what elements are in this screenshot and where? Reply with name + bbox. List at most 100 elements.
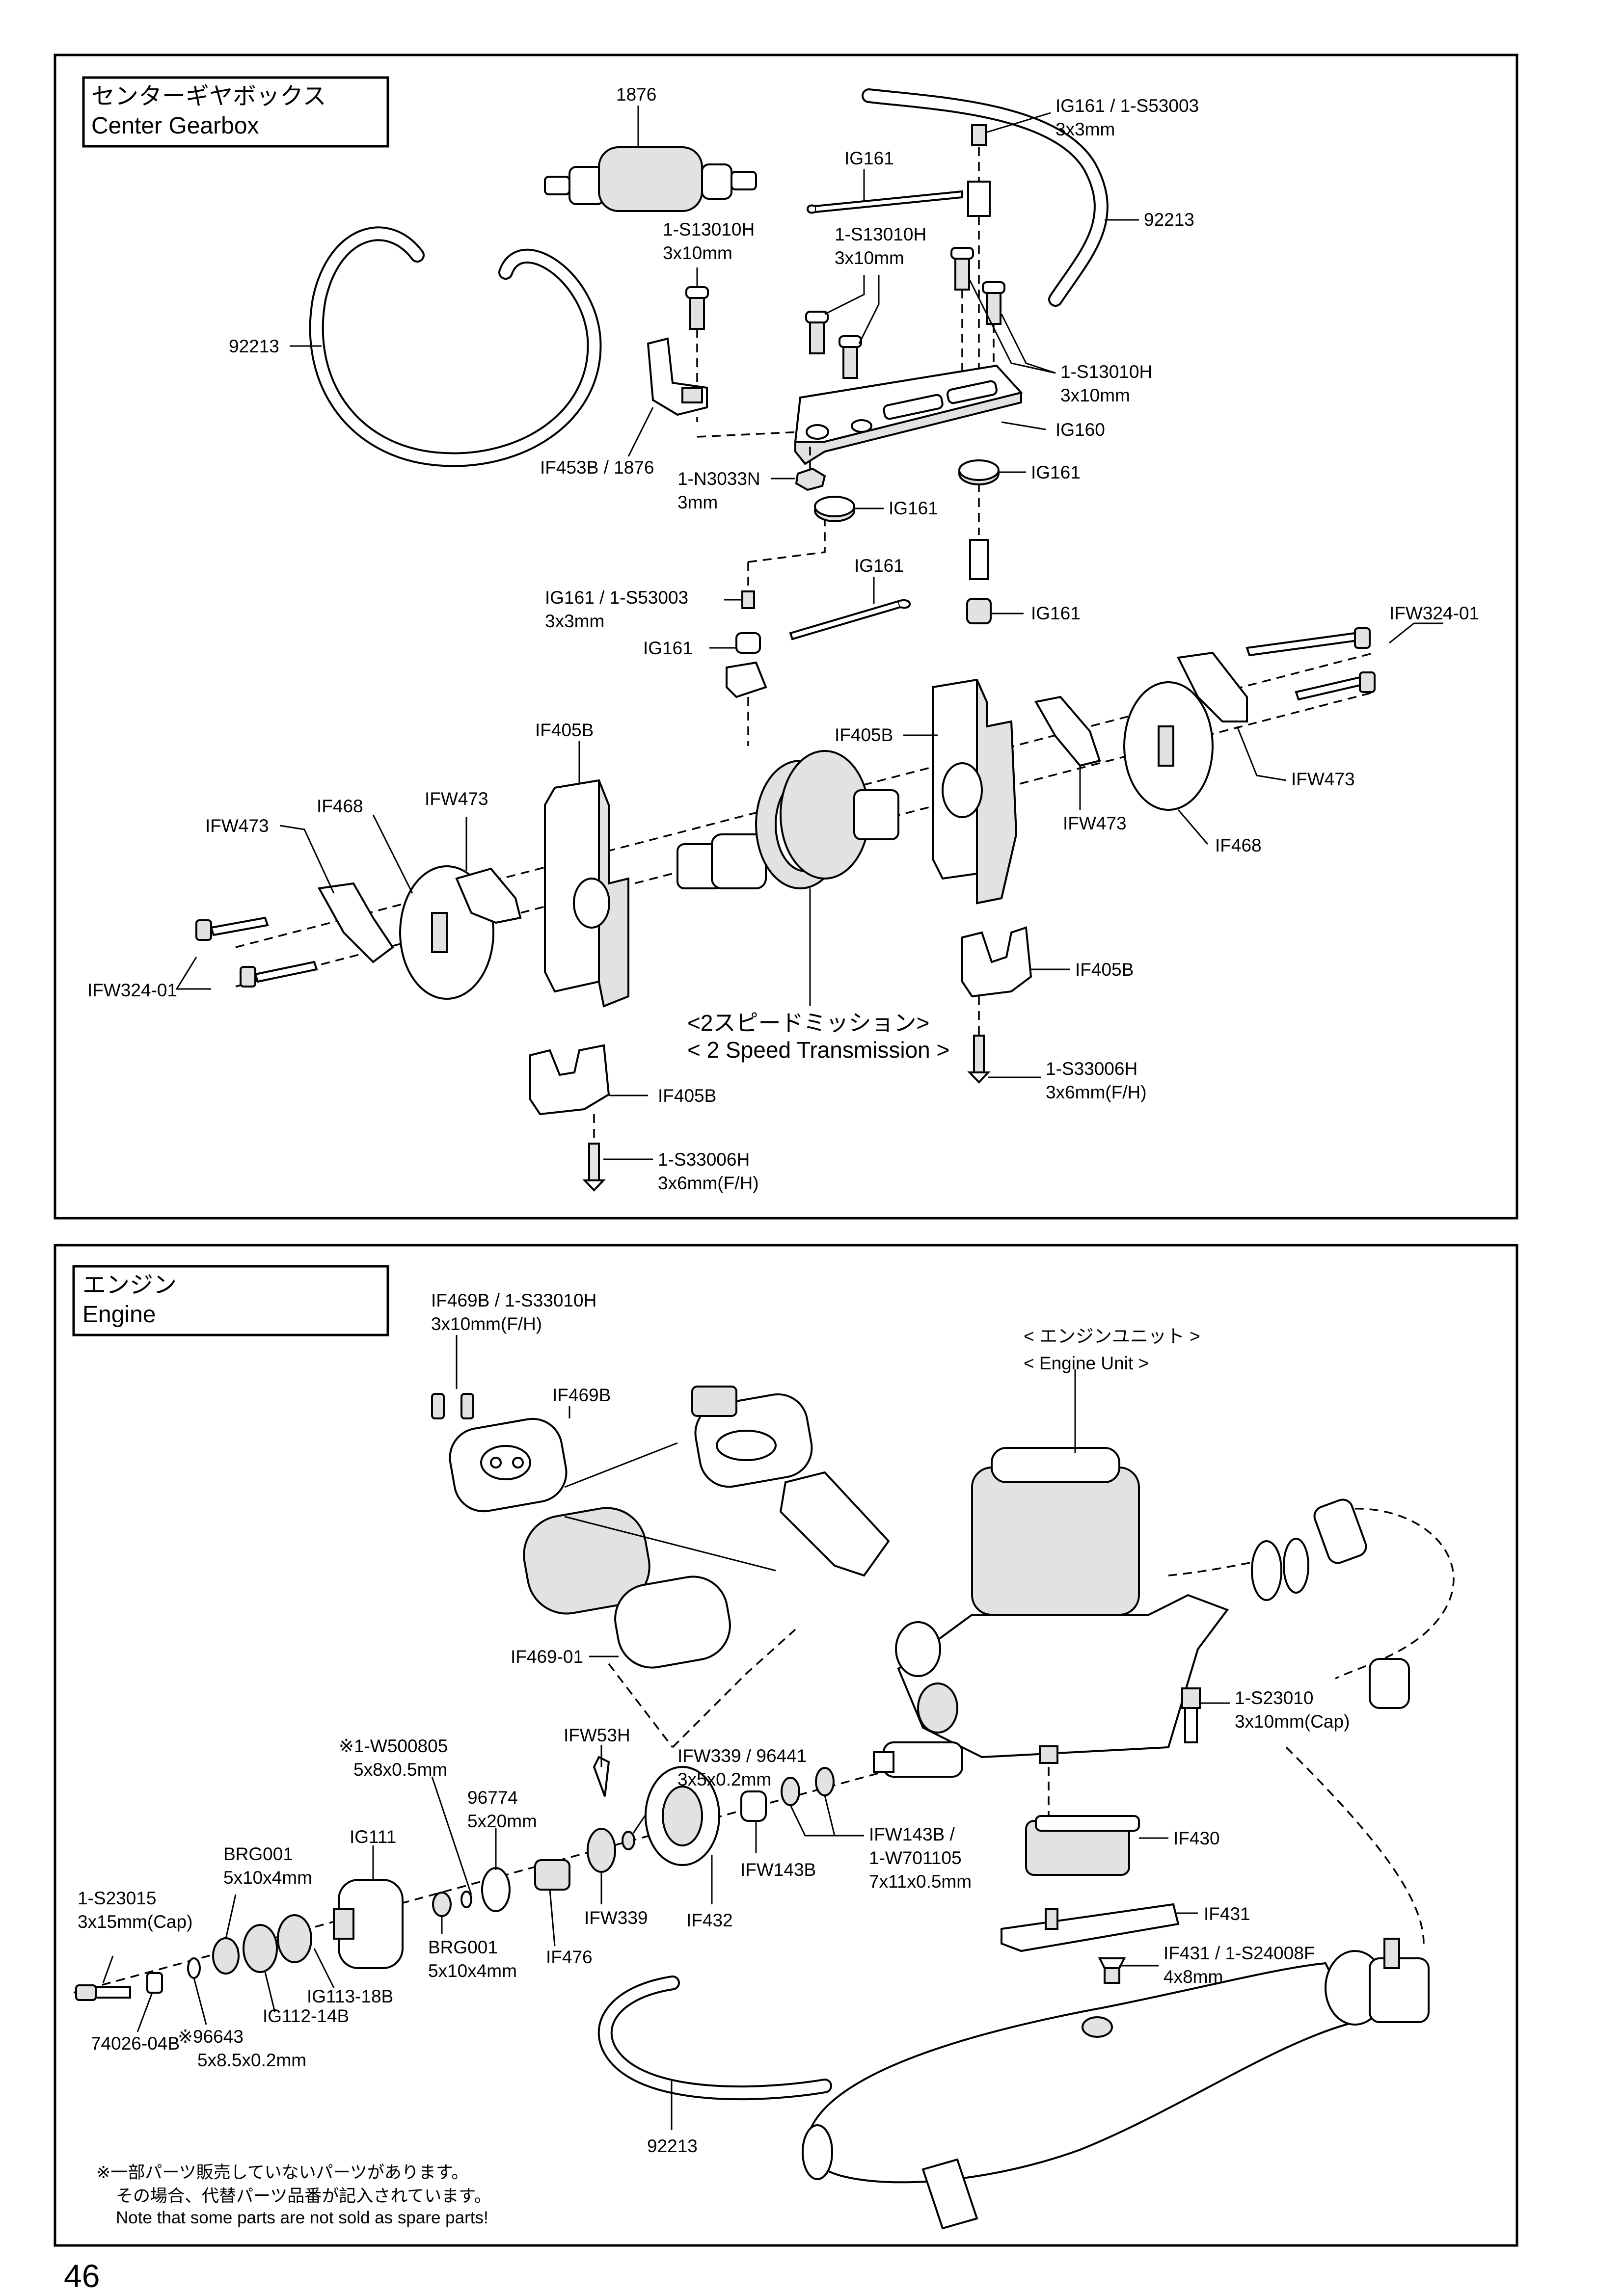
label-s13010h-c-size: 3x10mm: [1060, 385, 1130, 405]
label-92213-engine: 92213: [647, 2136, 698, 2156]
center-gearbox-frame: [54, 53, 1518, 1220]
clutch-stack: [75, 1745, 864, 2032]
label-ig160: IG160: [1056, 420, 1105, 440]
mount-right: [961, 926, 1070, 1084]
label-n3033n: 1-N3033N: [677, 469, 760, 489]
fuel-hose-left: [290, 226, 602, 467]
note-en: Note that some parts are not sold as spa…: [116, 2208, 488, 2227]
label-if405b-mount-left: IF405B: [658, 1086, 716, 1106]
mount-left: [529, 1044, 653, 1192]
label-s33006h-right: 1-S33006H: [1046, 1059, 1137, 1079]
exhaust-pipe: [802, 1746, 1430, 2230]
label-if432: IF432: [686, 1910, 733, 1930]
label-ig161-s53003-top: IG161 / 1-S53003: [1056, 96, 1199, 116]
label-if453b-1876: IF453B / 1876: [540, 457, 654, 478]
label-brg001-a-size: 5x10x4mm: [223, 1868, 312, 1888]
label-s23015: 1-S23015: [78, 1888, 156, 1908]
label-brg001-b: BRG001: [428, 1937, 498, 1957]
gearbox-housing-left: [544, 741, 629, 1008]
label-if469b-s33010h-size: 3x10mm(F/H): [431, 1314, 542, 1334]
label-if468-right: IF468: [1215, 835, 1262, 855]
connector-dash-2: [672, 1629, 796, 1748]
label-if469b-s33010h: IF469B / 1-S33010H: [431, 1290, 596, 1310]
label-96643: ※96643: [178, 2027, 244, 2047]
left-brake-parts: [175, 814, 522, 1000]
label-w701105: 1-W701105: [869, 1848, 962, 1868]
label-brg001-b-size: 5x10x4mm: [428, 1961, 517, 1981]
note-ja-2: その場合、代替パーツ品番が記入されています。: [116, 2187, 491, 2206]
label-ifw473-far-right: IFW473: [1291, 769, 1355, 789]
label-96643-size: 5x8.5x0.2mm: [197, 2050, 306, 2070]
label-engine-unit-en: < Engine Unit >: [1024, 1353, 1149, 1373]
pin-top: [807, 169, 963, 214]
label-if431-s24008f: IF431 / 1-S24008F: [1164, 1943, 1315, 1963]
label-s13010h-b-size: 3x10mm: [835, 248, 904, 268]
engine-hose: [597, 1976, 832, 2130]
engine-frame: [54, 1244, 1518, 2247]
plate-ig160: [697, 364, 1046, 465]
label-ifw143b: IFW143B: [740, 1860, 816, 1880]
label-ig161-bush-right: IG161: [1031, 462, 1081, 482]
connector-dash-1: [608, 1663, 674, 1748]
label-if430: IF430: [1173, 1828, 1220, 1848]
engine-section: エンジン Engine IF469B / 1-S33010H 3x10mm(F/…: [54, 1244, 1518, 2247]
label-ig161-s53003-mid-size: 3x3mm: [545, 611, 604, 631]
two-speed-transmission: [677, 750, 899, 1006]
label-w500805: ※1-W500805: [339, 1736, 448, 1756]
engine-unit: [873, 1369, 1455, 1778]
label-ifw143b-w: IFW143B /: [869, 1824, 955, 1844]
label-n3033n-size: 3mm: [677, 492, 718, 512]
label-s23010-size: 3x10mm(Cap): [1235, 1711, 1350, 1732]
label-ig113-18b: IG113-18B: [307, 1986, 393, 2006]
label-92213-right: 92213: [1144, 210, 1194, 230]
label-transmission-ja: <2スピードミッション>: [687, 1010, 929, 1036]
label-ifw473-left: IFW473: [205, 816, 269, 836]
page-number: 46: [64, 2258, 100, 2294]
bushing-left: [814, 496, 884, 522]
label-w500805-size: 5x8x0.5mm: [353, 1760, 447, 1780]
label-s13010h-a: 1-S13010H: [663, 219, 755, 240]
label-ifw473-right: IFW473: [1063, 813, 1127, 833]
label-92213-left: 92213: [229, 336, 279, 356]
label-if468-left: IF468: [317, 796, 363, 816]
label-96774: 96774: [467, 1788, 518, 1808]
engine-title-ja: エンジン: [82, 1272, 177, 1298]
filter-holder: [627, 337, 708, 457]
engine-title-en: Engine: [82, 1302, 156, 1328]
label-ifw339-96441: IFW339 / 96441: [677, 1746, 807, 1766]
label-ig111: IG111: [350, 1827, 396, 1847]
air-filter-parts: [431, 1386, 890, 1669]
label-ig161-s53003-top-size: 3x3mm: [1056, 119, 1115, 139]
label-ig161-s53003-mid: IG161 / 1-S53003: [545, 587, 688, 608]
label-74026-04b: 74026-04B: [91, 2033, 180, 2054]
label-if405b-mount-right: IF405B: [1075, 960, 1134, 980]
engine-title-box: [72, 1265, 389, 1336]
label-ifw53h: IFW53H: [564, 1725, 630, 1745]
gearbox-housing-right: [903, 678, 1018, 905]
center-gearbox-title-en: Center Gearbox: [91, 113, 259, 139]
label-engine-unit-ja: < エンジンユニット >: [1024, 1326, 1200, 1346]
label-s13010h-c: 1-S13010H: [1060, 362, 1152, 382]
label-ig112-14b: IG112-14B: [263, 2006, 349, 2026]
post-right: [966, 539, 1024, 624]
label-ig161-pin-top: IG161: [844, 148, 894, 168]
label-s23010: 1-S23010: [1235, 1688, 1313, 1708]
center-gearbox-section: センターギヤボックス Center Gearbox 1876 92213 922…: [54, 53, 1518, 1220]
label-ig161-pin-mid: IG161: [854, 556, 904, 576]
label-ifw473-a: IFW473: [425, 789, 488, 809]
bushing-right: [958, 459, 1026, 535]
label-s33006h-right-size: 3x6mm(F/H): [1046, 1082, 1147, 1102]
label-ig161-post-right: IG161: [1031, 603, 1081, 623]
label-ifw324-left: IFW324-01: [87, 980, 177, 1000]
fuel-filter-part: [544, 106, 757, 212]
label-s23015-size: 3x15mm(Cap): [78, 1912, 192, 1932]
label-brg001-a: BRG001: [223, 1844, 293, 1864]
set-screw-top: [967, 112, 1051, 373]
plate-if431: [1001, 1903, 1198, 1984]
label-if405b-right: IF405B: [835, 725, 893, 745]
label-ifw324-right: IFW324-01: [1389, 603, 1479, 623]
nut: [771, 447, 826, 491]
label-s33006h-left: 1-S33006H: [658, 1149, 750, 1170]
label-ig161-post-left: IG161: [643, 638, 693, 658]
